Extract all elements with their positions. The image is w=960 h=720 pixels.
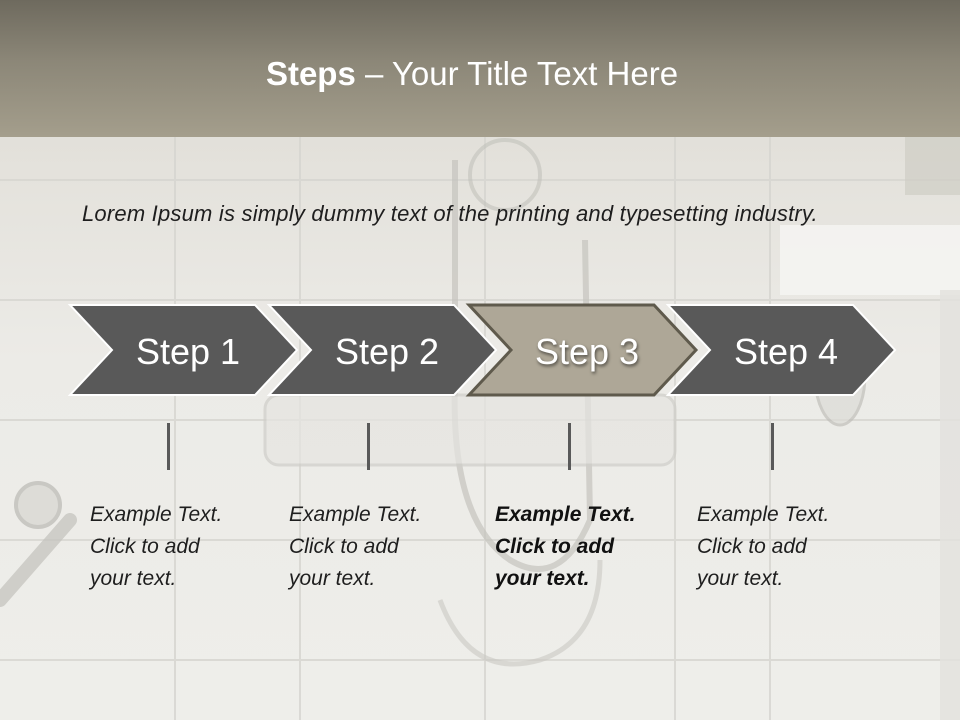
step-2-label: Step 2 bbox=[334, 331, 440, 372]
step-4-chevron[interactable] bbox=[665, 304, 897, 396]
title-bold: Steps bbox=[265, 55, 356, 92]
step-4-text[interactable]: Example Text. Click to add your text. bbox=[697, 503, 830, 590]
step-3-connector bbox=[568, 423, 571, 470]
step-1-chevron[interactable] bbox=[67, 304, 299, 396]
step-3-text[interactable]: Example Text. Click to add your text. bbox=[495, 503, 636, 590]
step-2-connector bbox=[367, 423, 370, 470]
step-1-text[interactable]: Example Text. Click to add your text. bbox=[90, 503, 223, 590]
step-1-connector bbox=[167, 423, 170, 470]
step-4-connector bbox=[771, 423, 774, 470]
step-2-text[interactable]: Example Text. Click to add your text. bbox=[289, 503, 422, 590]
step-3-chevron[interactable] bbox=[465, 303, 699, 397]
step-1-label: Step 1 bbox=[135, 331, 241, 372]
step-3-label: Step 3 bbox=[534, 331, 640, 372]
step-2-chevron[interactable] bbox=[266, 304, 498, 396]
slide-title[interactable]: Steps – Your Title Text Here bbox=[0, 50, 944, 98]
step-4-label: Step 4 bbox=[733, 331, 839, 372]
intro-text[interactable]: Lorem Ipsum is simply dummy text of the … bbox=[82, 201, 818, 226]
title-bar bbox=[0, 0, 960, 137]
title-rest: – Your Title Text Here bbox=[355, 55, 679, 92]
